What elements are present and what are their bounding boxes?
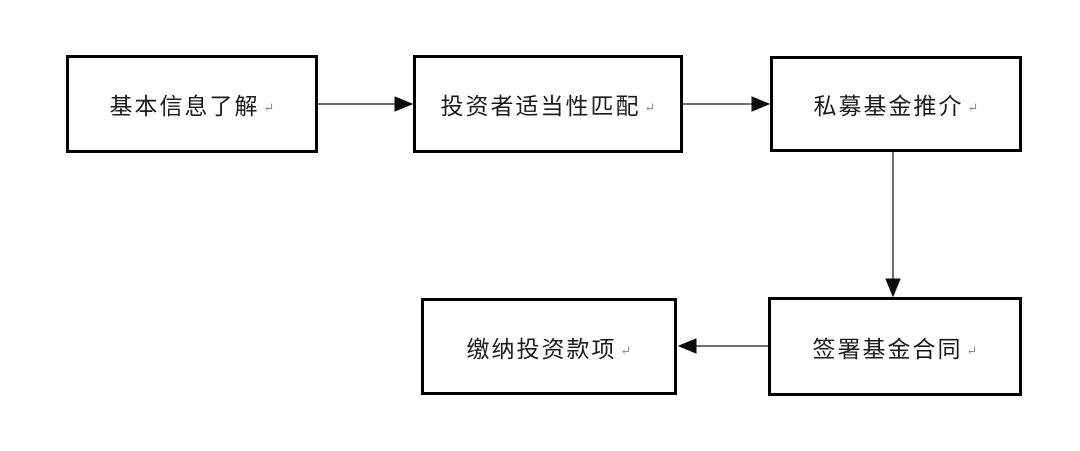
node-label-suitability-match: 投资者适当性匹配	[440, 94, 641, 119]
flow-node-sign-contract: 签署基金合同 ↵	[768, 297, 1022, 396]
flow-node-pay-investment: 缴纳投资款项 ↵	[421, 298, 677, 395]
paragraph-mark-icon: ↵	[620, 342, 632, 358]
flow-node-basic-info: 基本信息了解 ↵	[66, 55, 318, 153]
paragraph-mark-icon: ↵	[966, 342, 978, 358]
paragraph-mark-icon: ↵	[263, 100, 275, 115]
node-label-pay-investment: 缴纳投资款项	[466, 336, 617, 362]
arrow-basic-info-to-suitability-match	[318, 96, 414, 112]
flow-node-suitability-match: 投资者适当性匹配 ↵	[413, 55, 683, 153]
arrow-suitability-match-to-fund-promotion	[683, 96, 771, 112]
flow-node-fund-promotion: 私募基金推介 ↵	[770, 56, 1022, 152]
arrow-sign-contract-to-pay-investment	[677, 338, 768, 354]
paragraph-mark-icon: ↵	[644, 100, 656, 115]
node-label-fund-promotion: 私募基金推介	[813, 94, 964, 119]
node-label-basic-info: 基本信息了解	[109, 94, 260, 119]
node-label-sign-contract: 签署基金合同	[812, 336, 963, 362]
paragraph-mark-icon: ↵	[967, 100, 979, 115]
arrow-fund-promotion-to-sign-contract	[885, 152, 901, 298]
